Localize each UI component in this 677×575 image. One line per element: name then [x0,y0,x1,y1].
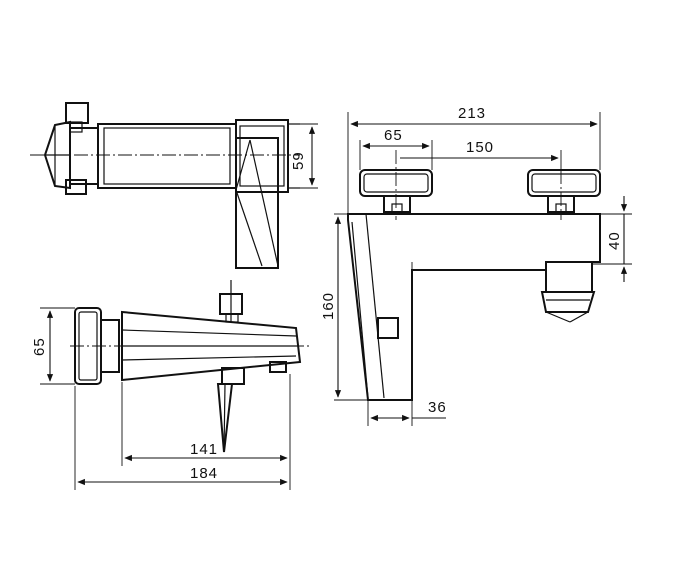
top-view: 59 [30,102,318,269]
top-head [235,119,289,193]
dim-handle-depth: 59 [290,151,307,170]
front-body [347,213,601,401]
dim-total-depth: 184 [190,465,218,482]
front-view: 213 65 150 40 160 36 [320,105,632,426]
dim-total-length: 213 [458,105,486,122]
side-view: 65 141 184 [31,280,310,490]
dim-inlet-spacing: 150 [466,139,494,156]
dim-outlet-drop: 40 [606,231,623,250]
dim-handle-offset: 65 [384,127,403,144]
side-spout [121,310,302,382]
top-knob [65,102,89,124]
dim-spout-reach: 141 [190,441,218,458]
dim-side-height: 65 [31,337,48,356]
top-lever [235,137,279,269]
top-body [97,123,237,189]
dim-body-height: 160 [320,292,337,320]
dim-spout-width: 36 [428,399,447,416]
front-spout-tip [540,291,596,313]
front-outlet-square [377,317,399,339]
